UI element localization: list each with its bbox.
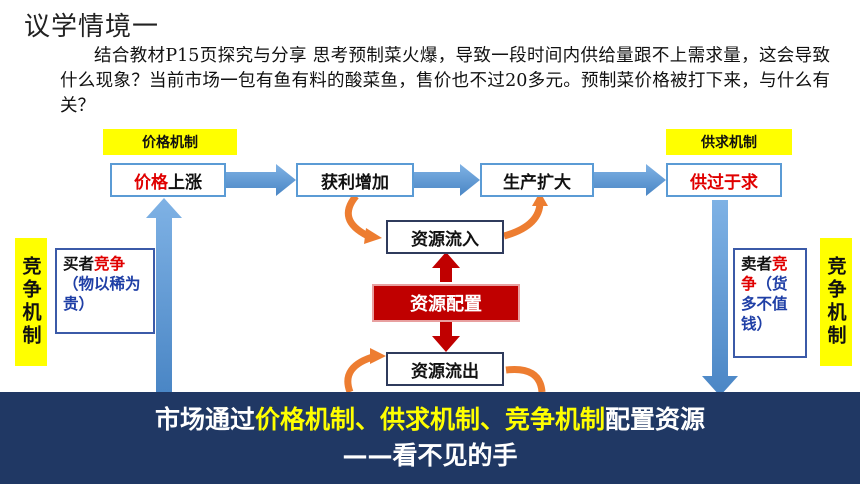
arrow-right-down bbox=[702, 200, 738, 396]
sellers-note: （货多不值钱） bbox=[741, 275, 788, 333]
banner-line-2: ——看不见的手 bbox=[342, 441, 518, 470]
label-supply-demand-mechanism: 供求机制 bbox=[666, 129, 792, 155]
buyers-competition-text: 竞争 bbox=[94, 255, 126, 273]
curve-arrow-top-left bbox=[344, 193, 370, 240]
sellers-competition-box: 卖者竞争（货多不值钱） bbox=[733, 248, 807, 358]
sellers-prefix: 卖者 bbox=[741, 255, 773, 273]
scenario-paragraph: 结合教材P15页探究与分享 思考预制菜火爆，导致一段时间内供给量跟不上需求量，这… bbox=[60, 46, 830, 116]
box-resource-outflow: 资源流出 bbox=[386, 352, 504, 386]
banner-highlight: 价格机制、供求机制、竞争机制 bbox=[254, 405, 605, 434]
box-supply-exceeds-demand: 供过于求 bbox=[666, 163, 782, 197]
arrow-profit-to-production bbox=[414, 164, 480, 196]
box-profit-increase: 获利增加 bbox=[296, 163, 414, 197]
box-price-rise: 价格上涨 bbox=[110, 163, 226, 197]
page-title: 议学情境一 bbox=[24, 12, 160, 42]
price-rise-red-text: 价格 bbox=[134, 172, 168, 193]
banner-prefix: 市场通过 bbox=[154, 405, 255, 434]
summary-banner: 市场通过价格机制、供求机制、竞争机制配置资源 ——看不见的手 bbox=[0, 392, 860, 484]
banner-line-1: 市场通过价格机制、供求机制、竞争机制配置资源 bbox=[0, 400, 860, 436]
box-production-expand: 生产扩大 bbox=[480, 163, 594, 197]
arrow-allocation-down bbox=[432, 322, 460, 352]
arrow-price-to-profit bbox=[226, 164, 296, 196]
curve-arrow-top-right bbox=[502, 201, 544, 240]
arrow-left-up bbox=[146, 198, 182, 392]
buyers-competition-box: 买者竞争 （物以稀为贵） bbox=[55, 248, 155, 334]
buyers-prefix: 买者 bbox=[63, 255, 95, 273]
box-resource-allocation: 资源配置 bbox=[372, 284, 520, 322]
curve-arrow-bottom-right bbox=[505, 365, 546, 393]
box-resource-inflow: 资源流入 bbox=[386, 220, 504, 254]
arrow-production-to-surplus bbox=[594, 164, 666, 196]
buyers-note: （物以稀为贵） bbox=[63, 275, 141, 313]
label-price-mechanism: 价格机制 bbox=[103, 129, 237, 155]
sellers-competition-text: 竞争 bbox=[741, 255, 788, 293]
banner-suffix: 配置资源 bbox=[605, 405, 706, 434]
right-competition-mechanism-label: 竞争机制 bbox=[820, 238, 852, 366]
arrow-allocation-up bbox=[432, 252, 460, 282]
left-competition-mechanism-label: 竞争机制 bbox=[15, 238, 47, 366]
price-rise-black-text: 上涨 bbox=[168, 172, 202, 193]
